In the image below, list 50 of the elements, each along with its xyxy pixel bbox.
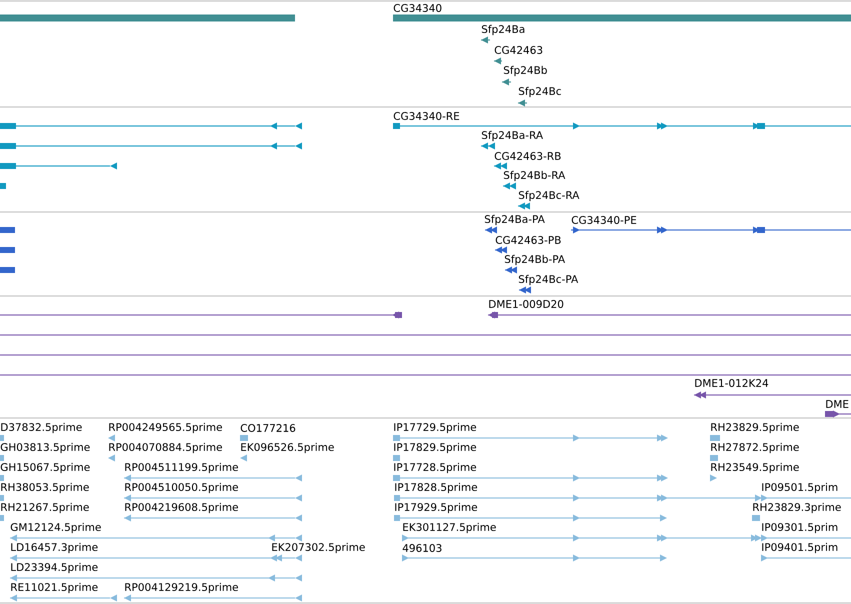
feature-label: GH03813.5prime [0, 442, 90, 454]
feature-label: EK207302.5prime [272, 542, 365, 554]
feature-label: D37832.5prime [1, 422, 82, 434]
feature-label: Sfp24Bb [504, 66, 547, 76]
feature-label: GH15067.5prime [0, 462, 90, 474]
feature-label: DME1-012K24 [695, 379, 768, 387]
feature-label: CG42463 [494, 46, 542, 54]
feature-label: EK301127.5prime [403, 522, 496, 534]
feature-label: IP09501.5prim [762, 482, 838, 494]
feature-label: Sfp24Ba-RA [482, 130, 543, 142]
feature-label: Sfp24Ba-PA [484, 214, 545, 226]
feature-label: RH23829.5prime [711, 422, 799, 434]
feature-label: GM12124.5prime [10, 522, 101, 534]
feature-label: DME [826, 400, 848, 408]
feature-label: RP004510050.5prime [125, 482, 238, 494]
feature-label: IP17729.5prime [394, 422, 476, 434]
feature-label: CG42463-PB [496, 236, 561, 244]
feature-label: RH21267.5prime [1, 502, 89, 514]
feature-label: Sfp24Bb-PA [504, 254, 565, 266]
feature-label: EK096526.5prime [241, 442, 334, 454]
feature-label: Sfp24Bc-RA [518, 190, 580, 202]
feature-label: IP17728.5prime [394, 462, 476, 474]
feature-label: RP004219608.5prime [125, 502, 238, 514]
feature-label: IP09301.5prim [762, 522, 838, 534]
feature-label: Sfp24Ba [482, 24, 524, 36]
feature-label: 496103 [402, 544, 442, 552]
feature-label: CG42463-RB [494, 152, 561, 160]
feature-label: IP17829.5prime [394, 442, 476, 454]
feature-label: CG34340-RE [394, 112, 460, 120]
feature-label: Sfp24Bc-PA [518, 274, 578, 286]
feature-label: LD23394.5prime [11, 562, 98, 574]
feature-label: DME1-009D20 [489, 300, 564, 308]
feature-label: Sfp24Bc [518, 86, 561, 98]
feature-label: IP09401.5prim [762, 542, 838, 554]
feature-label: IP17828.5prime [395, 482, 478, 494]
feature-label: CG34340-PE [572, 216, 636, 224]
feature-label: RH38053.5prime [1, 482, 89, 494]
feature-label: CO177216 [240, 424, 296, 432]
feature-label: CG34340 [394, 4, 442, 12]
feature-label: RH23829.3prime [753, 502, 841, 514]
feature-label: Sfp24Bb-RA [504, 170, 566, 182]
feature-label: IP17929.5prime [395, 502, 478, 514]
feature-label: RH27872.5prime [711, 442, 799, 454]
feature-label: RP004070884.5prime [109, 442, 222, 454]
feature-label: RP004249565.5prime [109, 422, 222, 434]
feature-label: RP004511199.5prime [125, 462, 238, 474]
feature-label: LD16457.3prime [11, 542, 98, 554]
feature-label: RH23549.5prime [711, 462, 799, 474]
feature-label: RP004129219.5prime [125, 582, 238, 594]
feature-label: RE11021.5prime [11, 582, 98, 594]
